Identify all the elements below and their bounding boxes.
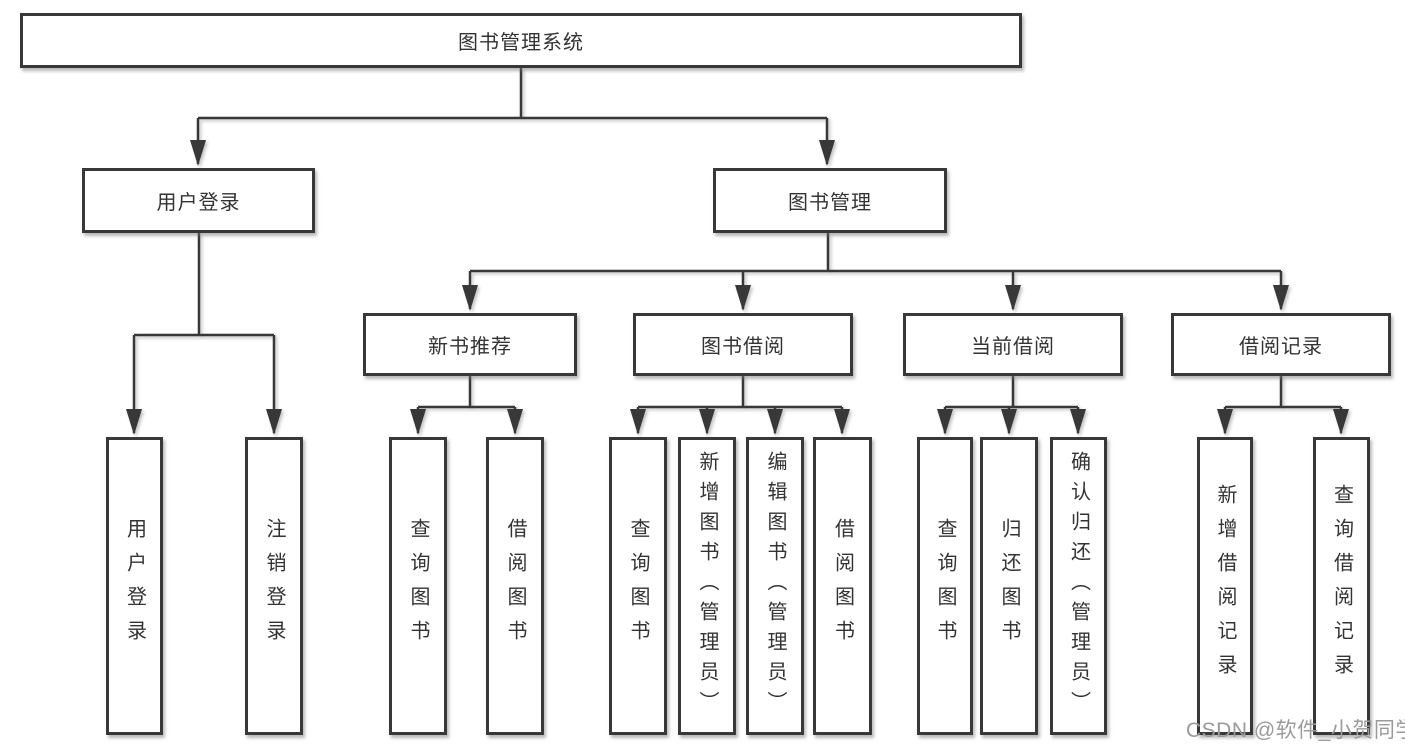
leaf-query-borrow-record: 查询借阅记录 — [1313, 437, 1370, 735]
node-label: 借阅记录 — [1239, 336, 1323, 358]
leaf-borrow-books: 借阅图书 — [813, 437, 872, 735]
node-label: 当前借阅 — [971, 336, 1055, 358]
node-user-login: 用户登录 — [82, 168, 315, 233]
leaf-borrow-books-recommend: 借阅图书 — [486, 437, 544, 735]
node-root-system: 图书管理系统 — [20, 13, 1022, 68]
node-book-borrow: 图书借阅 — [633, 313, 853, 376]
node-label: 图书管理系统 — [458, 32, 584, 54]
node-borrow-records: 借阅记录 — [1171, 313, 1391, 376]
leaf-logout: 注销登录 — [245, 437, 303, 735]
leaf-user-login: 用户登录 — [106, 437, 163, 735]
leaf-add-borrow-record: 新增借阅记录 — [1197, 437, 1253, 735]
node-label: 查询图书 — [627, 518, 649, 654]
node-label: 借阅图书 — [504, 518, 526, 654]
csdn-watermark: CSDN @软件_小贺同学 — [1186, 719, 1405, 742]
node-label: 图书借阅 — [701, 336, 785, 358]
node-label: 确认归还（管理员） — [1067, 451, 1090, 721]
node-book-management: 图书管理 — [713, 168, 947, 233]
node-label: 查询图书 — [407, 518, 429, 654]
leaf-query-books-current: 查询图书 — [917, 437, 973, 735]
node-label: 归还图书 — [998, 518, 1020, 654]
node-label: 新增借阅记录 — [1214, 484, 1236, 688]
node-label: 注销登录 — [263, 518, 285, 654]
leaf-query-books-borrow: 查询图书 — [609, 437, 667, 735]
node-label: 查询图书 — [934, 518, 956, 654]
node-label: 图书管理 — [788, 192, 872, 214]
node-current-borrow: 当前借阅 — [903, 313, 1123, 376]
node-label: 用户登录 — [156, 192, 241, 214]
leaf-return-books: 归还图书 — [980, 437, 1038, 735]
node-label: 借阅图书 — [831, 518, 854, 654]
leaf-confirm-return-admin: 确认归还（管理员） — [1050, 437, 1107, 735]
node-label: 编辑图书（管理员） — [764, 451, 786, 721]
leaf-edit-books-admin: 编辑图书（管理员） — [746, 437, 804, 735]
node-label: 用户登录 — [123, 518, 146, 654]
node-new-book-recommend: 新书推荐 — [363, 313, 577, 376]
leaf-query-books-recommend: 查询图书 — [389, 437, 447, 735]
node-label: 新增图书（管理员） — [696, 451, 718, 721]
node-label: 新书推荐 — [428, 336, 512, 358]
node-label: 查询借阅记录 — [1330, 484, 1353, 688]
leaf-add-books-admin: 新增图书（管理员） — [678, 437, 736, 735]
